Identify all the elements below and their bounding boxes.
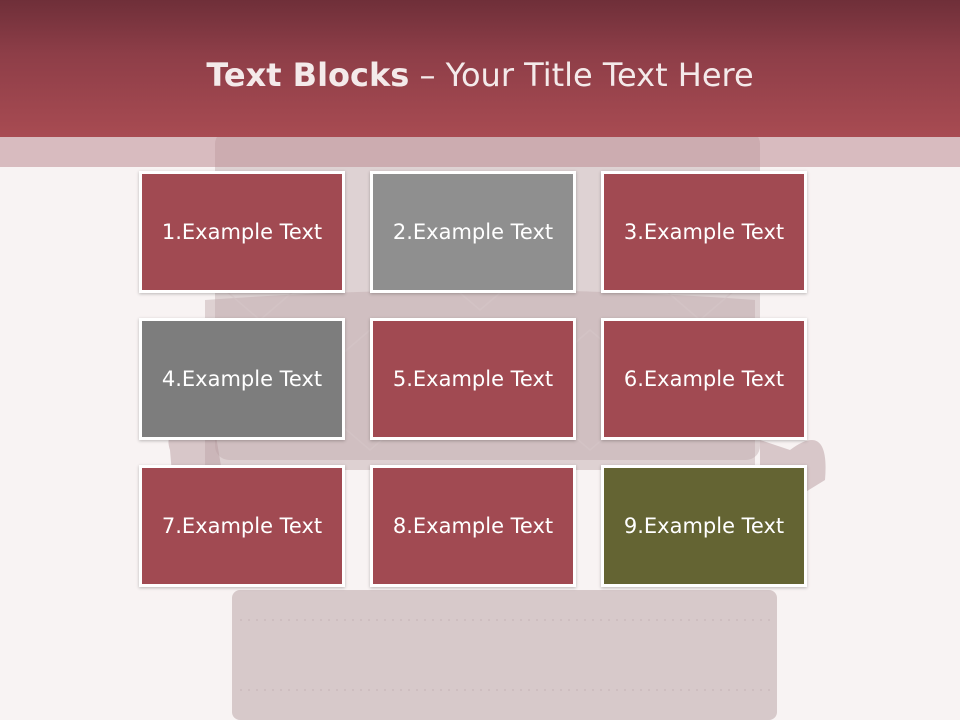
text-block-label: 1.Example Text	[161, 220, 323, 244]
text-block-5[interactable]: 5.Example Text	[370, 318, 576, 440]
title-bar	[0, 0, 960, 137]
text-block-label: 6.Example Text	[623, 367, 785, 391]
text-block-6[interactable]: 6.Example Text	[601, 318, 807, 440]
title-rest: Your Title Text Here	[445, 56, 754, 94]
text-block-label: 9.Example Text	[623, 514, 785, 538]
text-block-label: 3.Example Text	[623, 220, 785, 244]
title-bold: Text Blocks	[206, 56, 410, 94]
text-block-8[interactable]: 8.Example Text	[370, 465, 576, 587]
text-block-label: 4.Example Text	[161, 367, 323, 391]
slide-title: Text Blocks – Your Title Text Here	[0, 52, 960, 98]
text-block-label: 2.Example Text	[392, 220, 554, 244]
text-block-9[interactable]: 9.Example Text	[601, 465, 807, 587]
text-block-4[interactable]: 4.Example Text	[139, 318, 345, 440]
title-band	[0, 137, 960, 167]
text-block-7[interactable]: 7.Example Text	[139, 465, 345, 587]
text-block-label: 7.Example Text	[161, 514, 323, 538]
text-block-2[interactable]: 2.Example Text	[370, 171, 576, 293]
text-block-3[interactable]: 3.Example Text	[601, 171, 807, 293]
title-separator: –	[409, 56, 446, 94]
text-block-label: 5.Example Text	[392, 367, 554, 391]
text-block-label: 8.Example Text	[392, 514, 554, 538]
text-block-1[interactable]: 1.Example Text	[139, 171, 345, 293]
